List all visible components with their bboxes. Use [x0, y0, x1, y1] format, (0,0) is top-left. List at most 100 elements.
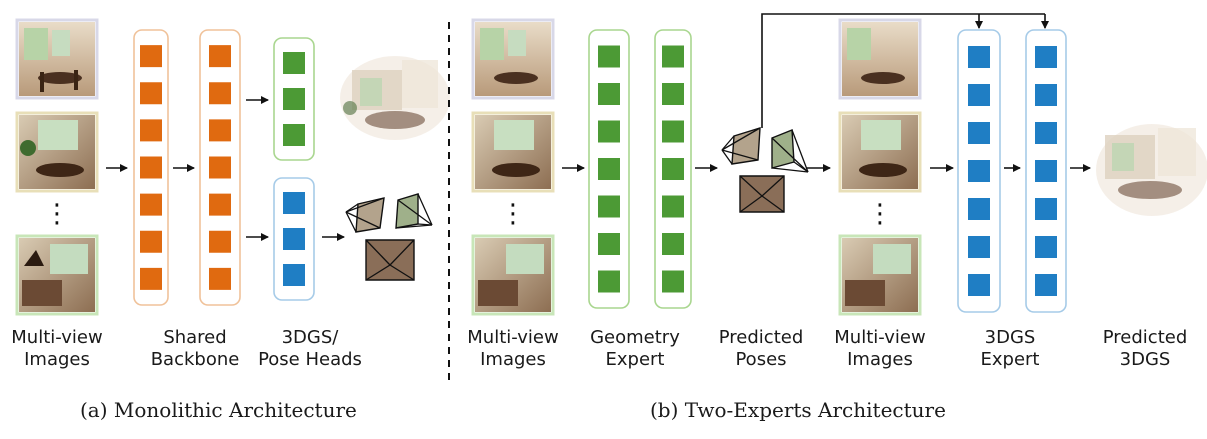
- pose-head-column: [273, 177, 315, 301]
- block: [209, 193, 231, 216]
- frustum-edge: [721, 135, 735, 151]
- image-thumbnail: [838, 18, 922, 100]
- block: [140, 230, 162, 253]
- block: [968, 274, 990, 296]
- frustum-edge: [761, 195, 785, 213]
- label-line: Predicted: [718, 327, 804, 348]
- ellipsis-a: ⋮: [44, 199, 70, 229]
- block: [209, 82, 231, 105]
- block: [209, 45, 231, 68]
- block: [598, 120, 620, 143]
- block: [968, 236, 990, 258]
- block: [283, 192, 305, 214]
- block: [140, 267, 162, 290]
- image-thumbnail: [15, 18, 99, 100]
- image-thumbnail: [15, 234, 99, 316]
- block: [968, 46, 990, 68]
- label-multiview-images-b2: Multi-view Images: [825, 327, 935, 371]
- block: [598, 83, 620, 105]
- frustum-image: [731, 127, 761, 165]
- label-line: Images: [480, 349, 546, 370]
- backbone-column-1: [133, 29, 169, 306]
- image-thumbnail: [471, 234, 555, 316]
- frustum-edge: [771, 137, 809, 173]
- block: [140, 82, 162, 105]
- image-thumbnail: [838, 234, 922, 316]
- label-line: Images: [847, 349, 913, 370]
- frustum-edge: [761, 175, 785, 197]
- block: [140, 193, 162, 216]
- frustum-edge: [365, 264, 391, 281]
- block: [662, 45, 684, 68]
- label-line: Predicted: [1102, 327, 1188, 348]
- block: [968, 84, 990, 106]
- block: [283, 228, 305, 250]
- block: [1035, 160, 1057, 182]
- block: [1035, 46, 1057, 68]
- predicted-3dgs-render-b: [1096, 124, 1207, 216]
- camera-frustum: [771, 128, 809, 173]
- frustum-edge: [771, 167, 809, 173]
- block: [662, 270, 684, 293]
- label-predicted-3dgs: Predicted 3DGS: [1090, 327, 1200, 371]
- block: [209, 267, 231, 290]
- block: [598, 158, 620, 180]
- camera-frustum: [395, 193, 433, 229]
- label-line: Pose Heads: [258, 349, 362, 370]
- frustum-image: [395, 193, 419, 229]
- frustum-image: [365, 239, 415, 281]
- block: [209, 119, 231, 142]
- block: [283, 52, 305, 74]
- gs-head-column: [273, 37, 315, 161]
- predicted-poses-b: [721, 127, 809, 213]
- block: [283, 124, 305, 146]
- frustum-edge: [417, 193, 433, 226]
- block: [662, 233, 684, 255]
- block: [209, 156, 231, 179]
- image-thumbnail: [471, 18, 555, 100]
- block: [283, 88, 305, 110]
- camera-frustum: [345, 197, 385, 233]
- block: [1035, 236, 1057, 258]
- image-thumbnail: [15, 111, 99, 193]
- block: [209, 230, 231, 253]
- label-3dgs-expert: 3DGS Expert: [955, 327, 1065, 371]
- block: [662, 158, 684, 180]
- frustum-edge: [721, 149, 759, 161]
- predicted-3dgs-render-a: [340, 56, 450, 140]
- frustum-edge: [721, 127, 761, 151]
- label-line: Multi-view: [834, 327, 926, 348]
- frustum-edge: [345, 211, 357, 233]
- arrows: [106, 13, 1091, 241]
- frustum-edge: [397, 199, 433, 226]
- frustum-edge: [345, 211, 381, 229]
- block: [598, 270, 620, 293]
- block: [598, 233, 620, 255]
- geometry-expert-column-2: [654, 29, 692, 309]
- gs-expert-column-1: [957, 29, 1001, 313]
- label-line: 3DGS/: [281, 327, 339, 348]
- label-line: 3DGS: [984, 327, 1036, 348]
- caption-monolithic: (a) Monolithic Architecture: [80, 398, 357, 422]
- label-line: Poses: [735, 349, 787, 370]
- block: [140, 119, 162, 142]
- block: [1035, 274, 1057, 296]
- label-multiview-images-a: Multi-view Images: [2, 327, 112, 371]
- input-images-a: [15, 18, 99, 316]
- label-line: Images: [24, 349, 90, 370]
- frustum-edge: [721, 149, 733, 165]
- label-line: Shared: [163, 327, 227, 348]
- camera-frustum: [739, 175, 785, 213]
- block: [1035, 84, 1057, 106]
- label-line: Geometry: [590, 327, 680, 348]
- backbone-column-2: [199, 29, 241, 306]
- label-predicted-poses: Predicted Poses: [706, 327, 816, 371]
- image-thumbnail: [838, 111, 922, 193]
- predicted-poses-a: [345, 193, 433, 281]
- block-columns: [133, 29, 1067, 313]
- frustum-edge: [791, 129, 809, 173]
- frustum-edge: [365, 239, 391, 266]
- block: [140, 45, 162, 68]
- frustum-edge: [739, 175, 763, 197]
